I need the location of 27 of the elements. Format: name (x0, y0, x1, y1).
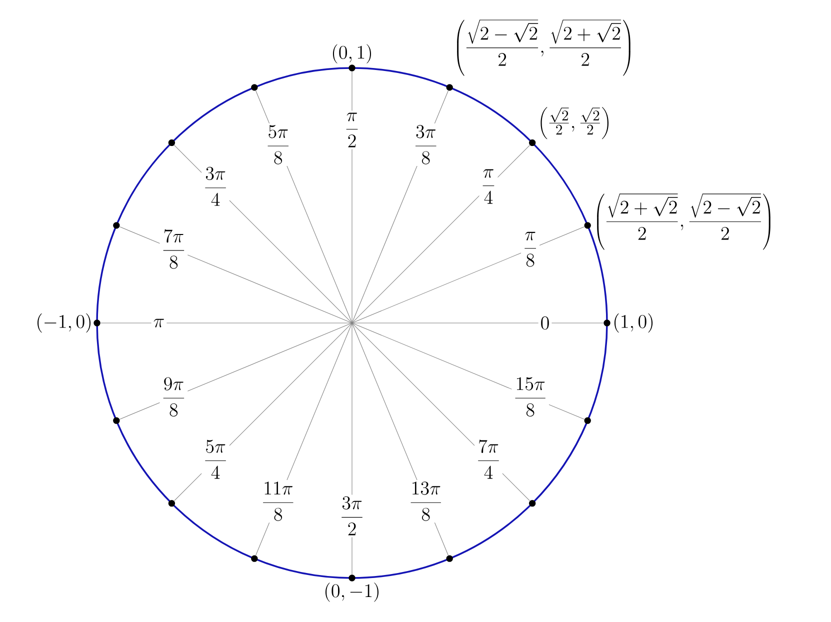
angle-label: $\frac{13\pi}{8}$ (407, 480, 445, 523)
coordinate-label: $(0,-1)$ (326, 582, 378, 602)
coordinate-label: $\left(\frac{\sqrt{2+\sqrt{2}}}{2}, \frac{\sqrt{2-\sqrt{2}}}{2}\right)$ (597, 194, 770, 250)
radial-line (352, 322, 604, 324)
coordinate-label: $(1,0)$ (614, 313, 653, 333)
angle-label: $\frac{7\pi}{8}$ (160, 228, 188, 270)
angle-label: $\frac{3\pi}{4}$ (202, 165, 230, 208)
angle-label: $\frac{\pi}{4}$ (479, 167, 498, 206)
angle-label: $\frac{\pi}{8}$ (521, 230, 540, 268)
angle-label: $\frac{3\pi}{8}$ (412, 123, 440, 166)
coordinate-label: $(0,1)$ (332, 44, 372, 64)
coordinate-label: $(-1,0)$ (38, 313, 90, 333)
radial-line (352, 226, 585, 324)
angle-label: $\pi$ (151, 316, 167, 330)
radial-line (100, 322, 352, 324)
angle-label: $0$ (538, 314, 552, 332)
coordinate-label: $\left(\frac{\sqrt{2}}{2}, \frac{\sqrt{2}}{2}\right)$ (540, 107, 609, 140)
angle-label: $\frac{11\pi}{8}$ (259, 480, 297, 523)
angle-label: $\frac{3\pi}{2}$ (338, 494, 366, 538)
radial-line (352, 144, 530, 324)
angle-label: $\frac{\pi}{2}$ (342, 110, 362, 150)
angle-label: $\frac{5\pi}{8}$ (264, 123, 292, 166)
angle-label: $\frac{9\pi}{8}$ (160, 376, 188, 418)
angle-label: $\frac{15\pi}{8}$ (512, 376, 549, 418)
angle-label: $\frac{5\pi}{4}$ (202, 438, 230, 481)
angle-label: $\frac{7\pi}{4}$ (474, 438, 502, 481)
coordinate-label: $\left(\frac{\sqrt{2-\sqrt{2}}}{2}, \frac{\sqrt{2+\sqrt{2}}}{2}\right)$ (457, 20, 630, 76)
